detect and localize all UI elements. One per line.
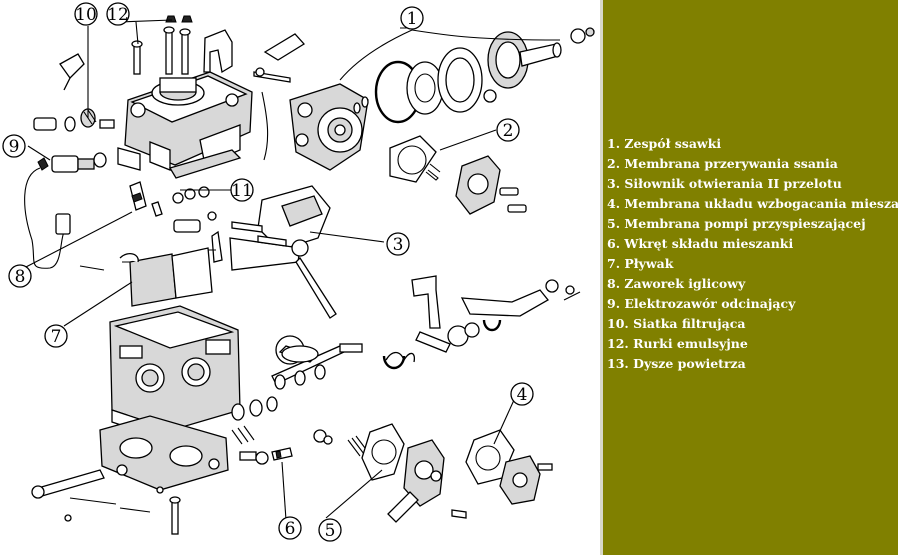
callout-12-label: 12 bbox=[107, 5, 129, 25]
callout-8: 8 bbox=[8, 264, 32, 288]
carburetor-top-cover bbox=[117, 71, 253, 179]
callout-11: 11 bbox=[230, 178, 254, 202]
callout-3: 3 bbox=[386, 232, 410, 256]
callout-2: 2 bbox=[496, 118, 520, 142]
legend-item: 4. Membrana układu wzbogacania mieszanki bbox=[607, 196, 898, 211]
solenoid-valve bbox=[24, 152, 107, 269]
callout-3-label: 3 bbox=[393, 235, 404, 255]
accelerator-pump bbox=[313, 423, 467, 523]
legend-item: 2. Membrana przerywania ssania bbox=[607, 156, 838, 171]
callout-4-label: 4 bbox=[517, 385, 528, 405]
panel-divider bbox=[600, 0, 603, 555]
legend-list: 1. Zespół ssawki 2. Membrana przerywania… bbox=[607, 134, 898, 374]
legend-item: 5. Membrana pompi przyspieszającej bbox=[607, 216, 866, 231]
callout-4: 4 bbox=[510, 382, 534, 406]
callout-9: 9 bbox=[2, 134, 26, 158]
callout-10-label: 10 bbox=[75, 5, 97, 25]
emulsion-tubes bbox=[131, 15, 193, 75]
legend-item: 6. Wkręt składu mieszanki bbox=[607, 236, 794, 251]
callout-12: 12 bbox=[106, 2, 130, 26]
legend-item: 7. Pływak bbox=[607, 256, 674, 271]
choke-assembly bbox=[261, 27, 595, 171]
callout-7: 7 bbox=[44, 324, 68, 348]
callout-2-label: 2 bbox=[503, 121, 514, 141]
legend-panel: 1. Zespół ssawki 2. Membrana przerywania… bbox=[603, 0, 898, 555]
legend-item: 9. Elektrozawór odcinający bbox=[607, 296, 796, 311]
callout-11-label: 11 bbox=[231, 181, 253, 201]
carburetor-main-body bbox=[31, 305, 241, 535]
callout-10: 10 bbox=[74, 2, 98, 26]
legend-item: 13. Dysze powietrza bbox=[607, 356, 746, 371]
needle-valve-parts bbox=[129, 181, 223, 263]
legend-item: 12. Rurki emulsyjne bbox=[607, 336, 748, 351]
misc-small-parts bbox=[257, 235, 319, 363]
callout-9-label: 9 bbox=[9, 137, 20, 157]
choke-pull-off-diaphragm bbox=[389, 135, 527, 215]
legend-item: 1. Zespół ssawki bbox=[607, 136, 722, 151]
legend-item: 8. Zaworek iglicowy bbox=[607, 276, 746, 291]
callout-5-label: 5 bbox=[325, 521, 336, 541]
jets-row bbox=[231, 364, 326, 465]
fuel-inlet-parts bbox=[33, 53, 115, 132]
secondary-barrel-actuator bbox=[207, 185, 337, 319]
callout-6: 6 bbox=[278, 516, 302, 540]
mixture-screw bbox=[271, 447, 293, 461]
float bbox=[79, 247, 216, 307]
callout-7-label: 7 bbox=[51, 327, 62, 347]
callout-1-label: 1 bbox=[407, 9, 418, 29]
legend-item: 10. Siatka filtrująca bbox=[607, 316, 746, 331]
callout-8-label: 8 bbox=[15, 267, 26, 287]
cover-bracket bbox=[203, 29, 306, 83]
callout-6-label: 6 bbox=[285, 519, 296, 539]
callout-5: 5 bbox=[318, 518, 342, 542]
exploded-view-diagram: 1 2 3 4 5 6 7 8 9 10 11 12 bbox=[2, 2, 595, 542]
leader-lines bbox=[23, 19, 561, 521]
enrichment-diaphragm bbox=[465, 429, 553, 505]
callout-1: 1 bbox=[400, 6, 424, 30]
legend-item: 3. Siłownik otwierania II przelotu bbox=[607, 176, 842, 191]
